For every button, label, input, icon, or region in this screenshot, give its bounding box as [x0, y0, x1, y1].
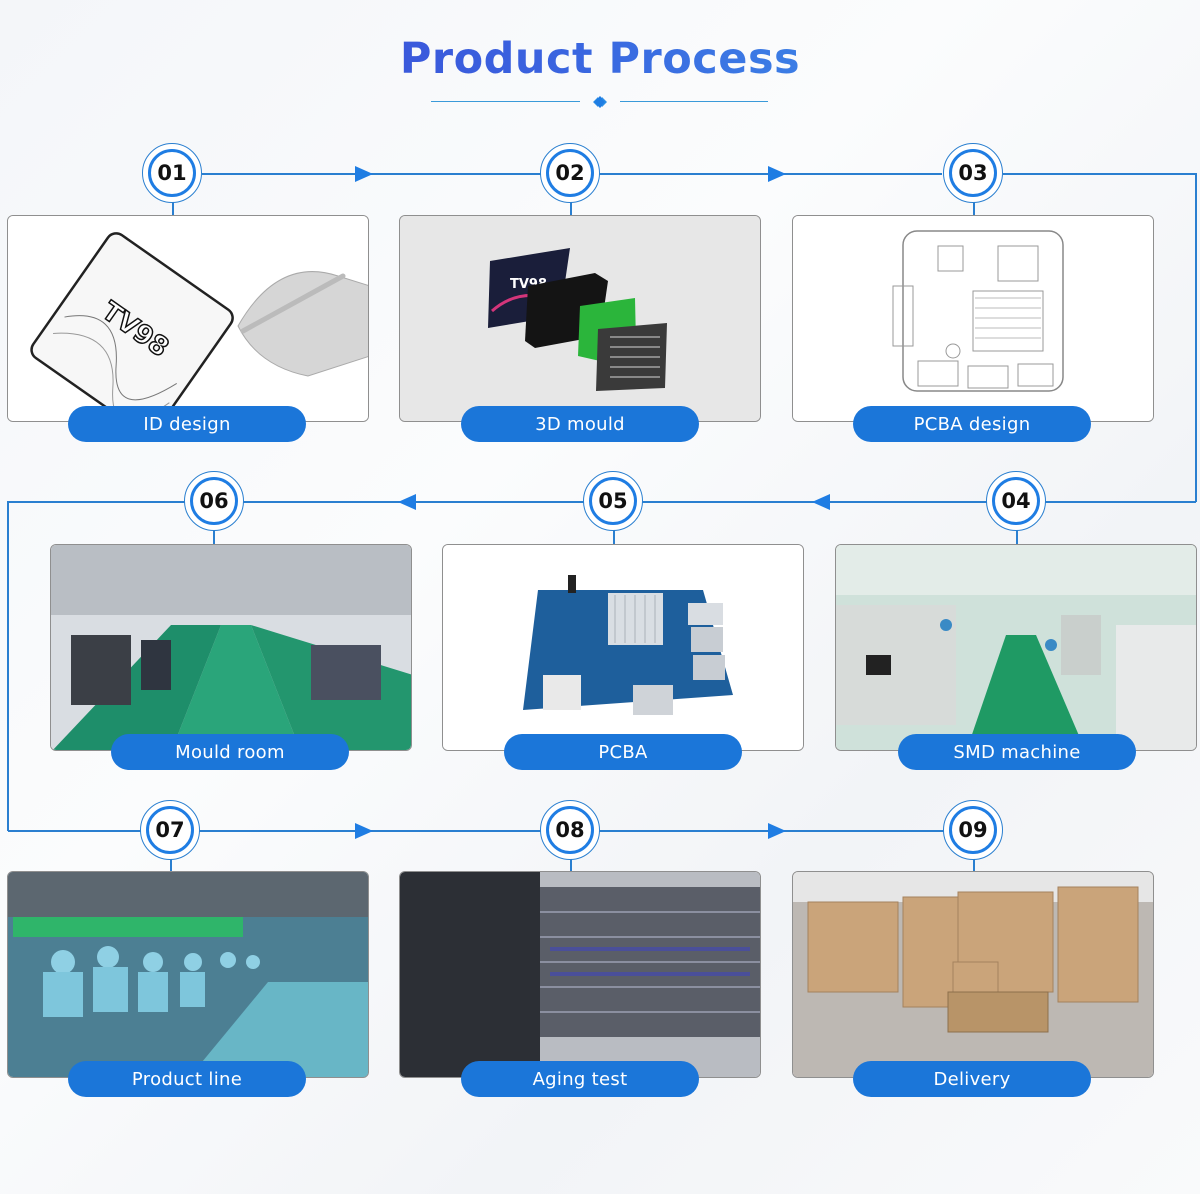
step-label: 3D mould — [535, 413, 625, 435]
badge-stem — [1016, 528, 1018, 545]
step-card-delivery — [792, 871, 1154, 1078]
step-label-pill: ID design — [68, 406, 306, 442]
tv-box-sketch-image: TV98 — [8, 216, 368, 421]
step-card-aging-test — [399, 871, 761, 1078]
step-label: ID design — [143, 413, 231, 435]
step-number: 05 — [589, 477, 637, 525]
blue-circuit-board-image — [443, 545, 803, 750]
step-number-badge: 09 — [943, 800, 1003, 860]
step-card-mould-room — [50, 544, 412, 751]
step-number-badge: 03 — [943, 143, 1003, 203]
arrow-right-icon — [768, 166, 786, 182]
step-number: 01 — [148, 149, 196, 197]
badge-stem — [613, 528, 615, 545]
step-number: 04 — [992, 477, 1040, 525]
step-number: 08 — [546, 806, 594, 854]
smd-factory-image — [836, 545, 1196, 750]
connector-line-row3 — [8, 830, 948, 832]
badge-stem — [172, 200, 174, 216]
badge-stem — [170, 856, 172, 872]
badge-stem — [570, 200, 572, 216]
step-label-pill: Product line — [68, 1061, 306, 1097]
step-label: Product line — [131, 1068, 243, 1090]
step-label-pill: 3D mould — [461, 406, 699, 442]
step-label: SMD machine — [953, 741, 1081, 763]
page-title: Product Process — [0, 34, 1200, 84]
step-card-3d-mould: TV98 — [399, 215, 761, 422]
step-number: 07 — [146, 806, 194, 854]
connector-line-row1-right — [1003, 173, 1196, 175]
step-label-pill: Delivery — [853, 1061, 1091, 1097]
step-number-badge: 07 — [140, 800, 200, 860]
step-number: 06 — [190, 477, 238, 525]
pcb-line-drawing-image — [793, 216, 1153, 421]
step-card-pcba-design — [792, 215, 1154, 422]
mould-workshop-image — [51, 545, 411, 750]
title-divider-right — [620, 101, 768, 102]
arrow-right-icon — [768, 823, 786, 839]
step-label-pill: Aging test — [461, 1061, 699, 1097]
step-label: Mould room — [175, 741, 285, 763]
badge-stem — [973, 856, 975, 872]
aging-test-racks-image — [400, 872, 760, 1077]
step-number: 09 — [949, 806, 997, 854]
arrow-left-icon — [812, 494, 830, 510]
step-label-pill: PCBA — [504, 734, 742, 770]
arrow-right-icon — [355, 166, 373, 182]
step-label: PCBA — [598, 741, 648, 763]
step-label: PCBA design — [913, 413, 1031, 435]
badge-stem — [973, 200, 975, 216]
step-card-id-design: TV98 — [7, 215, 369, 422]
badge-stem — [570, 856, 572, 872]
step-label: Delivery — [933, 1068, 1011, 1090]
arrow-left-icon — [398, 494, 416, 510]
title-divider-left — [431, 101, 580, 102]
assembly-line-image — [8, 872, 368, 1077]
badge-stem — [213, 528, 215, 545]
step-number-badge: 04 — [986, 471, 1046, 531]
step-card-product-line — [7, 871, 369, 1078]
step-label: Aging test — [532, 1068, 628, 1090]
step-number-badge: 06 — [184, 471, 244, 531]
connector-line-right-vertical — [1195, 173, 1197, 502]
arrow-right-icon — [355, 823, 373, 839]
step-number-badge: 02 — [540, 143, 600, 203]
step-label-pill: PCBA design — [853, 406, 1091, 442]
step-number: 03 — [949, 149, 997, 197]
exploded-render-image: TV98 — [400, 216, 760, 421]
double-diamond-icon — [589, 94, 611, 110]
cardboard-box-pallets-image — [793, 872, 1153, 1077]
step-number-badge: 05 — [583, 471, 643, 531]
step-number-badge: 01 — [142, 143, 202, 203]
step-card-smd-machine — [835, 544, 1197, 751]
step-label-pill: Mould room — [111, 734, 349, 770]
step-card-pcba — [442, 544, 804, 751]
step-number: 02 — [546, 149, 594, 197]
connector-line-left-vertical — [7, 501, 9, 831]
step-number-badge: 08 — [540, 800, 600, 860]
step-label-pill: SMD machine — [898, 734, 1136, 770]
